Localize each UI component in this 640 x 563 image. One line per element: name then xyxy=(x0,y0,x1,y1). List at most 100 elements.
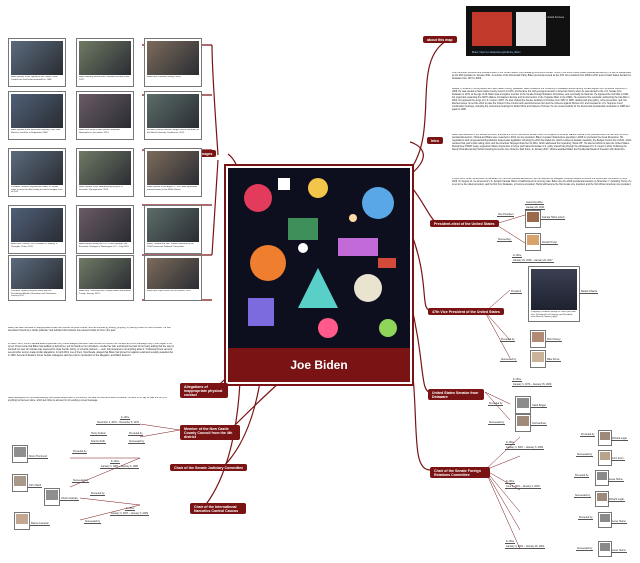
senator-node[interactable]: United States Senator from Delaware xyxy=(428,389,484,400)
pres-succ-label: Succeeding xyxy=(497,238,512,242)
intro-paragraph-3: Biden was reelected to the Senate six ti… xyxy=(452,134,632,151)
portrait-block xyxy=(472,12,512,46)
gallery-photo[interactable]: Biden speaks during the U.S.-China Strat… xyxy=(76,205,134,254)
gallery-photo-image xyxy=(11,41,63,75)
judiciary-office-dates: January 3, 1987 – January 3, 1995 xyxy=(100,465,139,469)
map-block xyxy=(516,12,546,46)
gallery-photo[interactable]: Biden speaks at the August 2, 2011 debt … xyxy=(144,148,202,197)
sfrc-r3-prec-photo xyxy=(598,512,612,528)
narcotics-node[interactable]: Chair of the International Narcotics Con… xyxy=(190,503,246,514)
gallery-photo-caption: Biden with Israeli Prime Minister Benjam… xyxy=(79,129,120,134)
gallery-photo-image xyxy=(11,151,63,185)
gallery-photo-image xyxy=(79,94,131,128)
sfrc-r2-prec-name: Jesse Helms xyxy=(608,478,624,482)
gallery-photo[interactable]: Biden with President Jimmy Carter. xyxy=(144,38,202,87)
gallery-photo[interactable]: President Obama congratulates Biden as S… xyxy=(8,148,66,197)
sfrc-r3-dates: January 3, 2001 – January 20, 2001 xyxy=(505,545,546,549)
sfrc-r3-prec-name: Jesse Helms xyxy=(611,520,627,524)
council-succ-label: Succeeded by xyxy=(128,440,146,444)
sfrc-node[interactable]: Chair of the Senate Foreign Relations Co… xyxy=(430,467,490,478)
gallery-photo-image xyxy=(147,94,199,128)
gallery-photo-caption: President Obama presents Biden with the … xyxy=(11,290,57,298)
gallery-photo[interactable]: Biden speaks at the signing of the Viole… xyxy=(8,38,66,87)
gallery-photo-image xyxy=(11,208,63,242)
judiciary-succ-photo xyxy=(12,474,28,492)
sfrc-r1-succ-label: Succeeded by xyxy=(576,453,594,457)
about-url: Biden: https://en.wikipedia.org/wiki/Joe… xyxy=(472,51,521,54)
sfrc-r3-succ-name: Jesse Helms xyxy=(611,549,627,553)
gallery-photo[interactable]: Biden with Chief Executive Joseph Biden … xyxy=(76,255,134,301)
vice-president-node[interactable]: 47th Vice President of the United States xyxy=(428,308,504,315)
gallery-photo-caption: President Obama congratulates Biden as S… xyxy=(11,186,63,194)
gallery-photo[interactable]: Biden meeting Senate with President Rich… xyxy=(76,38,134,87)
judiciary-prec-label: Preceded by xyxy=(72,450,88,454)
gallery-photo[interactable]: Biden with Chinese Vice President Xi Jin… xyxy=(8,205,66,254)
pres-vp-name: Kamala Harris (elect) xyxy=(541,216,566,220)
sfrc-r2-succ-photo xyxy=(595,491,609,507)
central-topic-title: Joe Biden xyxy=(228,348,410,382)
central-topic[interactable]: Joe Biden xyxy=(224,164,414,386)
gallery-photo-caption: Biden with President Jimmy Carter. xyxy=(147,76,182,78)
president-elect-node[interactable]: President-elect of the United States xyxy=(430,220,499,227)
gallery-photo-image xyxy=(147,151,199,185)
sen-office-label: In office xyxy=(512,378,523,382)
pres-assuming-date: January 20, 2021 xyxy=(525,206,546,210)
allegations-node[interactable]: Allegations of inappropriate physical co… xyxy=(180,383,228,398)
sfrc-r2-succ-name: Richard Lugar xyxy=(608,498,626,502)
vp-succ-name: Mike Pence xyxy=(546,358,561,362)
gallery-photo-image xyxy=(79,258,131,289)
pres-succ-photo xyxy=(525,233,541,251)
sfrc-r2-succ-label: Succeeded by xyxy=(574,494,592,498)
allegations-paragraph-2: In March 2019, former Nevada assemblywom… xyxy=(8,343,174,357)
intro-node[interactable]: Intro xyxy=(427,137,443,144)
sfrc-r1-dates: January 3, 2007 – January 3, 2009 xyxy=(505,446,544,450)
gallery-photo-image xyxy=(147,258,199,289)
vp-succ-label: Succeeded by xyxy=(500,358,518,362)
sfrc-r1-prec-name: Richard Lugar xyxy=(611,437,629,441)
judiciary-prec-photo xyxy=(12,445,28,463)
gallery-photo-image xyxy=(79,41,131,75)
gallery-photo[interactable]: Biden with Israeli Prime Minister Benjam… xyxy=(76,91,134,140)
sfrc-r2-office: In office xyxy=(505,480,516,484)
judiciary-prec-name: Strom Thurmond xyxy=(28,455,48,459)
narcotics-office-dates: January 3, 2007 – January 3, 2009 xyxy=(110,512,149,516)
sfrc-r2-prec-photo xyxy=(595,470,609,486)
gallery-photo-image xyxy=(147,208,199,242)
gallery-photo-caption: Biden speaks during the U.S.-China Strat… xyxy=(79,243,130,248)
council-node[interactable]: Member of the New Castle County Council … xyxy=(180,425,240,440)
narcotics-prec-photo xyxy=(44,488,60,506)
pres-succ-name: Donald Trump xyxy=(541,241,559,245)
gallery-photo[interactable]: Biden with Pope Francis at the Vatican, … xyxy=(144,255,202,301)
allegations-paragraph-1: Biden has been accused of inappropriate … xyxy=(8,327,171,332)
judiciary-node[interactable]: Chair of the Senate Judiciary Committee xyxy=(170,464,248,471)
gallery-photo[interactable]: Russian Defense Minister Sergei Ivanov a… xyxy=(144,91,202,140)
sfrc-r3-succ-label: Succeeded by xyxy=(576,547,594,551)
judiciary-succ-name: Orrin Hatch xyxy=(28,484,43,488)
sen-succ-label: Succeeded by xyxy=(488,421,506,425)
sfrc-r1-office: In office xyxy=(505,441,516,445)
sfrc-r2-dates: June 6, 2001 – January 3, 2003 xyxy=(505,485,541,489)
vp-photo-caption: Outgoing President George W. Bush (left)… xyxy=(531,311,576,319)
gallery-photo-image xyxy=(11,258,63,289)
vp-prec-label: Preceded by xyxy=(500,338,516,342)
intro-paragraph-1: is an American politician and president-… xyxy=(452,72,632,80)
vp-prec-photo xyxy=(530,330,546,348)
narcotics-succ-name: Dianne Feinstein xyxy=(30,522,50,526)
sfrc-r2-prec-label: Preceded by xyxy=(574,474,590,478)
gallery-photo-image xyxy=(79,208,131,242)
gallery-photo[interactable]: Biden speaks at the NRA meeting on guns … xyxy=(76,148,134,197)
collage-artwork xyxy=(228,168,410,348)
gallery-photo-caption: Russian Defense Minister Sergei Ivanov a… xyxy=(147,129,199,134)
sen-prec-label: Preceded by xyxy=(488,402,504,406)
gallery-photo-caption: Biden with Chinese Vice President Xi Jin… xyxy=(11,243,58,248)
gallery-photo[interactable]: Biden, Obama and Sen. Kirsten Gillibrand… xyxy=(144,205,202,254)
council-prec-label: Preceded by xyxy=(128,432,144,436)
council-office-label: In office xyxy=(120,416,131,420)
gallery-photo-caption: Biden speaks at the news after meeting T… xyxy=(11,129,61,134)
gallery-photo[interactable]: Biden speaks at the news after meeting T… xyxy=(8,91,66,140)
sen-office-dates: January 3, 1973 – January 15, 2009 xyxy=(512,383,553,387)
images-node[interactable]: Images xyxy=(196,150,217,157)
council-succ-name: Francis Swift xyxy=(90,440,106,444)
about-node[interactable]: about this map xyxy=(423,36,457,43)
gallery-photo[interactable]: President Obama presents Biden with the … xyxy=(8,255,66,301)
